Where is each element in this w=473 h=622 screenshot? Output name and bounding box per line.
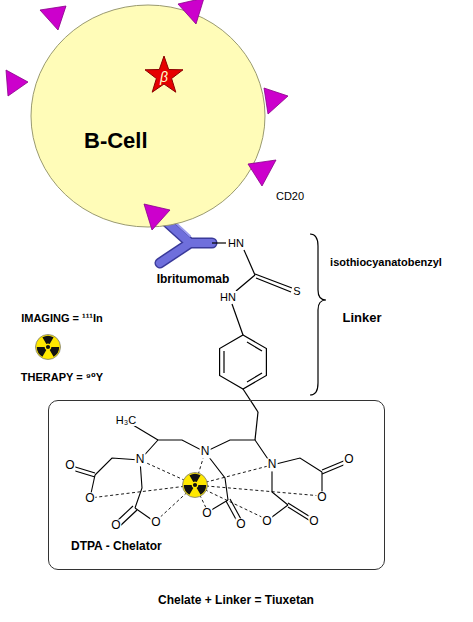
b-cell: B-Cell β [30,4,266,228]
antibody-label: Ibritumomab [157,273,230,286]
b-cell-label: B-Cell [84,128,148,154]
amine-label: HN [219,291,237,303]
therapy-label: THERAPY = ⁹⁰Y [21,371,103,383]
atom-label: N [200,445,211,458]
atom-label: N [267,458,278,471]
atom-label: N [135,453,146,466]
bracket [310,234,326,395]
amine-label: HN [227,237,245,249]
linker-label: Linker [342,311,381,325]
caption: Chelate + Linker = Tiuxetan [158,594,314,607]
chelator-box-label: DTPA - Chelator [71,539,162,553]
beta-star-label: β [160,69,168,85]
linker-part-label: isothiocyanatobenzyl [330,256,442,268]
radiation-symbol [36,335,61,360]
atom-label: O [308,515,319,528]
sulfur-label: S [292,285,301,297]
cd20-label: CD20 [276,190,304,202]
atom-label: O [150,516,161,529]
atom-label: O [64,459,75,472]
atom-label: O [84,492,95,505]
methyl-label: H₃C [115,414,137,426]
dtpa-bonds [72,422,346,526]
atom-label: O [343,453,354,466]
cd20-markers [6,0,288,230]
b-cell-outline [30,4,266,228]
imaging-label: IMAGING = ¹¹¹In [21,312,103,324]
coordination-bonds [90,452,322,522]
atom-label: O [201,507,212,520]
atom-label: O [261,515,272,528]
atom-label: O [110,519,121,532]
radiometal-symbol [183,473,208,498]
atom-label: O [235,518,246,531]
beta-star: β [142,54,186,96]
chelator-box: DTPA - Chelator [48,400,385,570]
atom-label: O [316,491,327,504]
